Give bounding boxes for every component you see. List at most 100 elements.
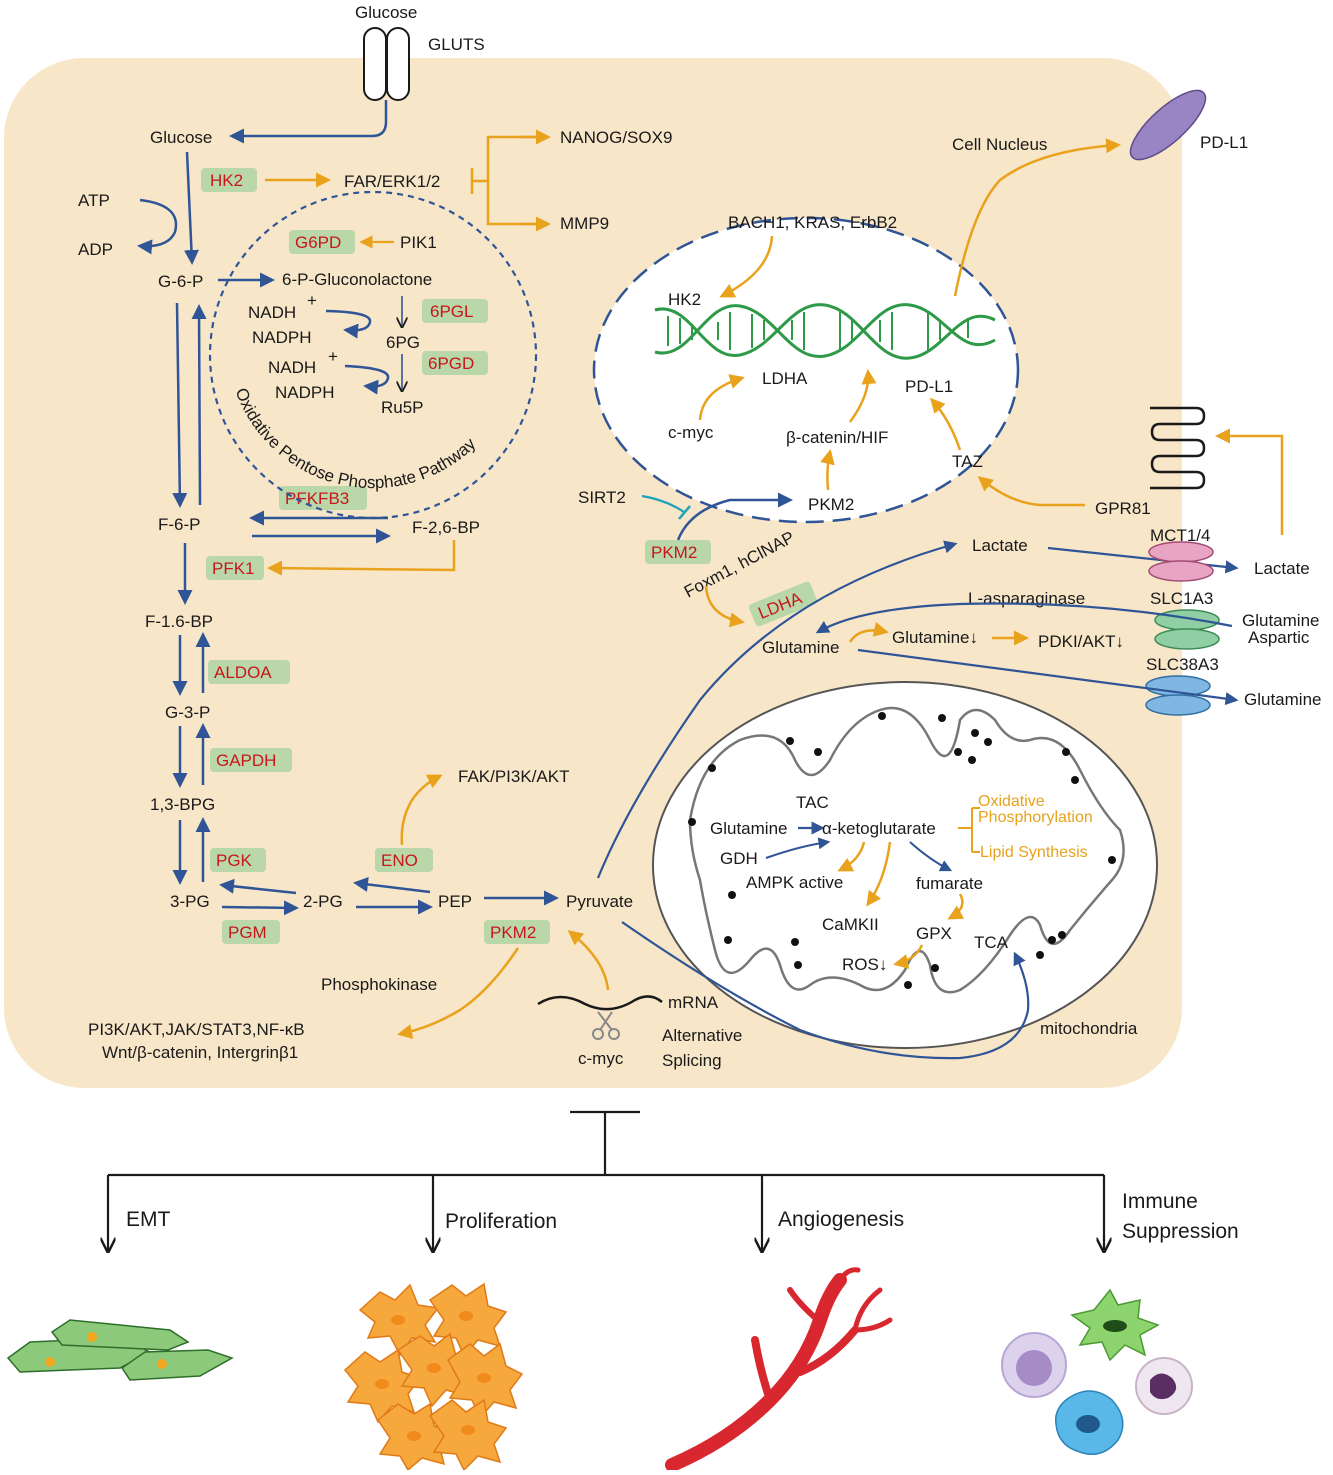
- far-erk-label: FAR/ERK1/2: [344, 172, 440, 191]
- 3pg-2pg-arrow: [221, 900, 299, 916]
- bcatenin-label: β-catenin/HIF: [786, 428, 888, 447]
- svg-text:PFK1: PFK1: [212, 559, 255, 578]
- emt-cells-icon: [6, 1319, 234, 1381]
- outcome-proliferation: Proliferation: [445, 1210, 557, 1233]
- glucose-uptake-arrow: [229, 100, 388, 144]
- slc38a3-label: SLC38A3: [1146, 655, 1219, 674]
- fumarate-label: fumarate: [916, 874, 983, 893]
- svg-text:6PGL: 6PGL: [430, 302, 473, 321]
- glutamine-out-label: Glutamine: [1244, 690, 1321, 709]
- dna-helix: [654, 303, 996, 360]
- bpg13-label: 1,3-BPG: [150, 795, 215, 814]
- pyruvate-tca-arrow: [621, 921, 1030, 1060]
- pkm2-pathways-arrow: [397, 947, 520, 1039]
- nadph2-label: NADPH: [275, 383, 335, 402]
- glutamine-label: Glutamine: [762, 638, 839, 657]
- g3p-label: G-3-P: [165, 703, 210, 722]
- pyruvate-label: Pyruvate: [566, 892, 633, 911]
- svg-text:HK2: HK2: [210, 171, 243, 190]
- sirt2-label: SIRT2: [578, 488, 626, 507]
- pyruvate-lactate-arrow: [596, 540, 958, 879]
- glucose-top-label: Glucose: [355, 3, 417, 22]
- fumarate-gpx-arrow: [947, 893, 965, 920]
- 6pg-label: 6PG: [386, 333, 420, 352]
- plus2-label: +: [328, 347, 338, 366]
- plus1-label: +: [307, 291, 317, 310]
- taz-pdl1-arrow: [929, 397, 962, 451]
- nucleus-hk2-label: HK2: [668, 290, 701, 309]
- mmp9-label: MMP9: [560, 214, 609, 233]
- nadh1-label: NADH: [248, 303, 296, 322]
- gpx-ros-arrow: [893, 944, 924, 969]
- enzyme-6pgd: 6PGD: [422, 351, 488, 375]
- g6p-f6p-arrow: [172, 302, 188, 508]
- gdh-label: GDH: [720, 849, 758, 868]
- svg-text:ENO: ENO: [381, 851, 418, 870]
- adp-label: ADP: [78, 240, 113, 259]
- taz-label: TAZ: [952, 452, 983, 471]
- svg-text:PGM: PGM: [228, 923, 267, 942]
- alt-splicing-2-label: Splicing: [662, 1051, 722, 1070]
- enzyme-g6pd: G6PD: [289, 230, 355, 254]
- svg-text:ALDOA: ALDOA: [214, 663, 272, 682]
- f6p-label: F-6-P: [158, 515, 201, 534]
- alt-splicing-1-label: Alternative: [662, 1026, 742, 1045]
- svg-text:PGK: PGK: [216, 851, 253, 870]
- cmyc-bottom-label: c-myc: [578, 1049, 624, 1068]
- gpr81-taz-arrow: [977, 476, 1085, 507]
- tca-label: TCA: [974, 933, 1009, 952]
- svg-text:6PGD: 6PGD: [428, 354, 474, 373]
- outcome-immune: Immune: [1122, 1190, 1198, 1213]
- pathways-1-label: PI3K/AKT,JAK/STAT3,NF-κB: [88, 1020, 305, 1039]
- pathways-2-label: Wnt/β-catenin, Intergrinβ1: [102, 1043, 298, 1062]
- mrna-wave: [537, 995, 663, 1011]
- outcome-suppression: Suppression: [1122, 1220, 1239, 1243]
- nadph1-label: NADPH: [252, 328, 312, 347]
- f26bp-pfk1-arrow: [267, 540, 456, 576]
- nucleus-pkm2-label: PKM2: [808, 495, 854, 514]
- mitochondria-dots: [688, 712, 1116, 989]
- pdki-label: PDKI/AKT↓: [1038, 632, 1124, 651]
- slc1a3-label: SLC1A3: [1150, 589, 1213, 608]
- ampk-label: AMPK active: [746, 873, 843, 892]
- nucleus-pdl1-label: PD-L1: [905, 377, 953, 396]
- gpx-label: GPX: [916, 924, 952, 943]
- gdh-arrow: [765, 837, 831, 859]
- glucose-label: Glucose: [150, 128, 212, 147]
- nanog-label: NANOG/SOX9: [560, 128, 672, 147]
- mitochondria-cristae: [688, 706, 1125, 994]
- nadh1-arrow: [325, 309, 372, 339]
- mct-label: MCT1/4: [1150, 526, 1210, 545]
- enzyme-aldoa: ALDOA: [208, 660, 290, 684]
- akg-ampk-arrow: [837, 841, 866, 872]
- gpr81-label: GPR81: [1095, 499, 1151, 518]
- gluconolactone-label: 6-P-Gluconolactone: [282, 270, 432, 289]
- 2pg-3pg-arrow: [219, 878, 297, 895]
- glutamine-import-arrow: [815, 602, 1233, 634]
- mrna-pkm2-arrow: [567, 930, 610, 991]
- glucose-g6p-arrow: [183, 151, 199, 265]
- f6p-g6p-arrow: [191, 304, 207, 506]
- mito-glutamine-label: Glutamine: [710, 819, 787, 838]
- enzyme-eno: ENO: [375, 848, 433, 872]
- akg-fumarate-arrow: [909, 841, 953, 872]
- glut-transporter: [363, 27, 410, 101]
- pkm2-bcatenin-arrow: [820, 449, 835, 491]
- sirt2-inhibit-line: [641, 494, 685, 513]
- proliferation-cells-icon: [343, 1282, 524, 1472]
- atp-label: ATP: [78, 191, 110, 210]
- ru5p-label: Ru5P: [381, 398, 424, 417]
- lipid-label: Lipid Synthesis: [980, 844, 1088, 861]
- immune-cells-icon: [1001, 1288, 1193, 1455]
- svg-text:GAPDH: GAPDH: [216, 751, 276, 770]
- svg-text:G6PD: G6PD: [295, 233, 341, 252]
- svg-text:PKM2: PKM2: [651, 543, 697, 562]
- glutamine-down-label: Glutamine↓: [892, 628, 978, 647]
- pik1-label: PIK1: [400, 233, 437, 252]
- mitochondrion: [652, 681, 1158, 1049]
- svg-text:PKM2: PKM2: [490, 923, 536, 942]
- pdl1-surface-icon: [1129, 89, 1207, 161]
- mrna-label: mRNA: [668, 993, 719, 1012]
